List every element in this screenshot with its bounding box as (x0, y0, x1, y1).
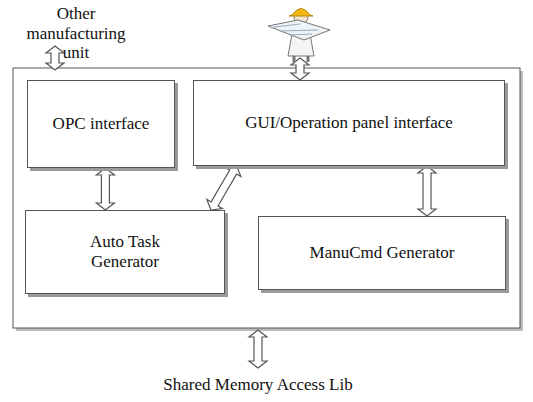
box-label: ManuCmd Generator (310, 243, 455, 263)
double-arrow (96, 168, 114, 210)
memory-arrow (249, 330, 267, 368)
box-label: Auto Task Generator (80, 232, 170, 271)
generator-box: ManuCmd Generator (258, 216, 506, 290)
operator-figure (268, 9, 330, 63)
interface-box: GUI/Operation panel interface (193, 80, 505, 166)
double-arrow (207, 166, 241, 210)
interface-box: OPC interface (27, 80, 175, 168)
library-label: Shared Memory Access Lib (128, 375, 388, 395)
external-arrow (46, 46, 64, 70)
box-label: GUI/Operation panel interface (245, 113, 453, 133)
double-arrow (418, 166, 436, 216)
outer-box (13, 68, 520, 328)
box-label: OPC interface (53, 114, 150, 134)
generator-box: Auto Task Generator (25, 210, 225, 294)
external-unit-label: Other manufacturing unit (21, 4, 131, 63)
